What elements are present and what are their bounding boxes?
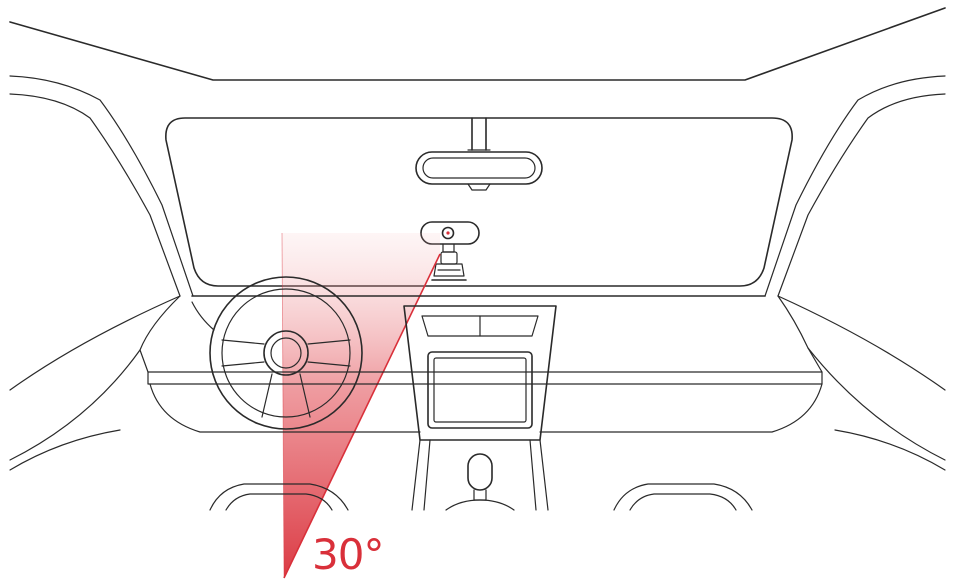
dashboard	[9, 295, 946, 461]
roof-outline	[9, 7, 946, 297]
rearview-mirror	[415, 117, 543, 191]
seats	[9, 429, 946, 511]
steering-wheel	[191, 276, 363, 430]
gear-shifter	[445, 453, 515, 511]
angle-label: 30°	[312, 530, 384, 579]
field-of-view-wedge	[281, 232, 441, 579]
center-console	[403, 305, 557, 511]
windshield	[165, 117, 793, 287]
